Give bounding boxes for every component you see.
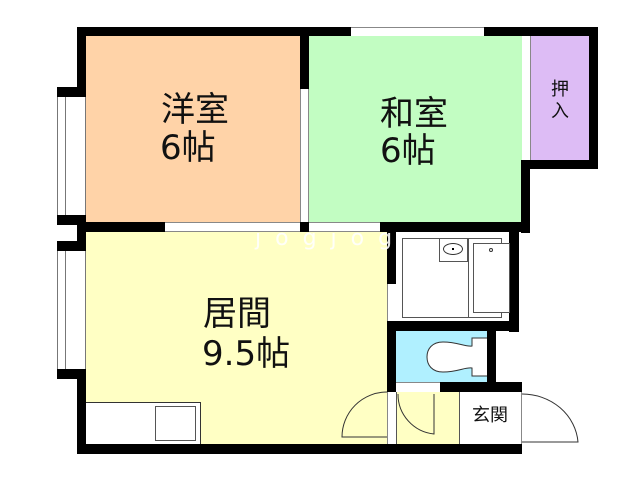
wall-left-mid: [77, 223, 86, 243]
bath-divider: [468, 238, 469, 318]
sink-basin-icon: [443, 243, 463, 255]
wall-left-ledge1: [57, 87, 86, 97]
wall-living-bath: [387, 232, 396, 284]
wall-bottom: [77, 444, 522, 454]
window-left-living-pane: [65, 251, 66, 369]
wall-left-lower: [77, 377, 86, 454]
closet-sliding-door: [522, 36, 531, 160]
wall-toilet-right: [487, 331, 496, 392]
japanese-room-name: 和室: [380, 94, 448, 134]
window-left-living: [57, 251, 86, 369]
wall-toilet-bottom: [387, 382, 522, 392]
wall-left-upper: [77, 27, 86, 89]
sliding-door-japanese-living: [309, 222, 380, 232]
wall-western-japanese: [300, 27, 309, 89]
living-room-name: 居間: [203, 294, 271, 334]
watermark: jogjog: [255, 226, 407, 251]
door-swing-living: [341, 391, 388, 438]
front-door-opening: [512, 392, 522, 444]
wall-bath-right: [509, 222, 519, 332]
closet-label-2: 入: [551, 101, 569, 122]
living-entry-opening: [387, 392, 396, 444]
entrance: [460, 392, 522, 445]
closet: [531, 36, 589, 160]
window-top-japanese: [351, 27, 484, 36]
bathtub-drain-icon: [489, 248, 493, 252]
sliding-door-western-japanese: [300, 89, 309, 223]
closet-label-1: 押: [551, 79, 569, 100]
window-left-western: [57, 97, 86, 215]
western-room-size: 6帖: [160, 128, 216, 168]
window-left-western-pane: [65, 97, 66, 215]
toilet-icon: [426, 337, 487, 377]
bathtub-icon: [473, 243, 510, 313]
wall-japanese-right: [521, 160, 530, 233]
japanese-room: [309, 36, 522, 223]
wall-living-toilet: [387, 331, 396, 393]
wall-left-ledge4: [57, 369, 86, 379]
japanese-room-size: 6帖: [380, 131, 436, 171]
entrance-label: 玄関: [472, 405, 508, 426]
kitchen-sink: [155, 406, 196, 441]
entrance-step: [396, 392, 397, 444]
sink-drain-icon: [452, 248, 454, 250]
wall-left-ledge3: [57, 241, 86, 251]
wall-closet-right: [589, 27, 598, 169]
bath-door: [387, 284, 396, 321]
wall-closet-bottom: [522, 160, 598, 169]
wall-left-ledge2: [57, 215, 86, 225]
sliding-door-western-living: [165, 222, 300, 232]
hall-entrance-divider: [459, 392, 460, 444]
living-room-size: 9.5帖: [202, 334, 291, 374]
wall-bath-toilet: [387, 321, 519, 331]
front-door-swing[interactable]: [522, 392, 582, 446]
western-room-name: 洋室: [161, 90, 229, 130]
door-swing-hall: [397, 393, 435, 435]
toilet-door: [396, 382, 440, 392]
western-room: [86, 36, 302, 223]
wall-top: [77, 27, 598, 36]
